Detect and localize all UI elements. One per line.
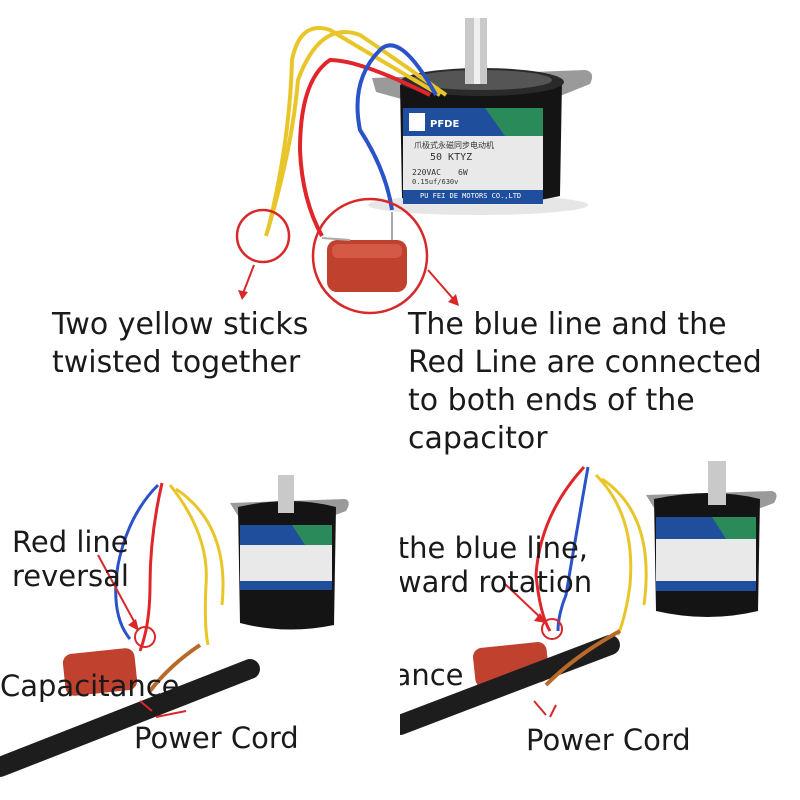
yellow-twist-circle xyxy=(235,208,291,264)
arrow-yellow xyxy=(241,264,255,297)
top-photo xyxy=(235,18,593,315)
red-reversal-label: Red line reversal xyxy=(12,525,129,593)
motor-maker: PU FEI DE MOTORS CO.,LTD xyxy=(420,192,522,200)
capacitor-circle xyxy=(311,197,429,315)
bottom-right-photo xyxy=(400,461,777,735)
motor-type: 爪极式永磁同步电动机 xyxy=(414,141,494,150)
capacitance-left-label: Capacitance xyxy=(0,669,180,703)
bottom-right-panel: To the blue line, forward rotation Capac… xyxy=(400,455,800,800)
motor-model: 50 KTYZ xyxy=(430,152,473,163)
capacitor-connection-caption: The blue line and the Red Line are conne… xyxy=(408,307,762,455)
blue-wire xyxy=(355,43,438,211)
yellow-twist-caption: Two yellow sticks twisted together xyxy=(52,307,309,380)
motor-voltage: 220VAC xyxy=(412,168,441,177)
power-cord-left-label: Power Cord xyxy=(134,721,299,755)
bottom-left-panel: Red line reversal Capacitance Power Cord xyxy=(0,455,400,800)
top-panel: PFDE 爪极式永磁同步电动机 50 KTYZ 220VAC 6W 0.15uf… xyxy=(52,18,762,455)
power-cord-right-label: Power Cord xyxy=(526,723,691,757)
red-wire xyxy=(297,57,431,237)
motor-power: 6W xyxy=(458,168,468,177)
blue-forward-label: To the blue line, forward rotation xyxy=(400,531,593,599)
motor-brand: PFDE xyxy=(430,119,460,130)
motor-cap: 0.15uf/630v xyxy=(412,178,459,186)
capacitance-right-label: Capacitance xyxy=(400,658,464,692)
arrow-capacitor xyxy=(427,269,457,303)
yellow-wire xyxy=(266,26,442,231)
bottom-left-photo xyxy=(0,475,349,777)
